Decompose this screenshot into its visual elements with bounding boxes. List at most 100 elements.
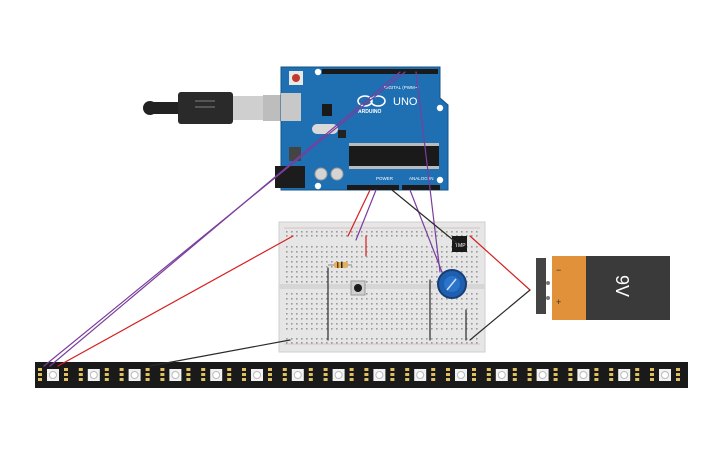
breadboard-hole — [466, 276, 468, 278]
breadboard-hole — [366, 308, 368, 310]
breadboard-hole — [331, 313, 333, 315]
breadboard-hole — [311, 261, 313, 263]
breadboard-hole — [401, 303, 403, 305]
breadboard-hole — [381, 251, 383, 253]
breadboard-hole — [436, 276, 438, 278]
breadboard-hole — [306, 293, 308, 295]
breadboard-hole — [306, 328, 308, 330]
breadboard-hole — [476, 308, 478, 310]
breadboard-hole — [411, 323, 413, 325]
breadboard-hole — [341, 308, 343, 310]
breadboard-hole — [296, 313, 298, 315]
breadboard-hole — [431, 303, 433, 305]
breadboard-hole — [336, 235, 338, 237]
breadboard-hole — [371, 293, 373, 295]
breadboard-hole — [296, 231, 298, 233]
breadboard-hole — [321, 246, 323, 248]
breadboard-hole — [466, 308, 468, 310]
breadboard-hole — [346, 256, 348, 258]
breadboard-hole — [406, 231, 408, 233]
breadboard-hole — [371, 313, 373, 315]
breadboard-hole — [426, 271, 428, 273]
breadboard-hole — [306, 298, 308, 300]
transistor-icon: TMP — [452, 236, 467, 252]
breadboard-hole — [316, 266, 318, 268]
breadboard-hole — [396, 235, 398, 237]
breadboard-hole — [431, 276, 433, 278]
breadboard-hole — [411, 276, 413, 278]
breadboard-hole — [311, 266, 313, 268]
breadboard-hole — [476, 313, 478, 315]
wire-black-battery — [469, 289, 531, 341]
breadboard-hole — [376, 281, 378, 283]
usb-cable-icon — [143, 92, 281, 124]
breadboard-hole — [286, 271, 288, 273]
breadboard-hole — [431, 235, 433, 237]
breadboard-hole — [411, 293, 413, 295]
breadboard-hole — [321, 231, 323, 233]
breadboard — [278, 221, 486, 353]
breadboard-hole — [321, 261, 323, 263]
wire-red-strip — [57, 235, 294, 367]
breadboard-hole — [376, 303, 378, 305]
breadboard-hole — [346, 318, 348, 320]
breadboard-hole — [371, 338, 373, 340]
breadboard-hole — [411, 261, 413, 263]
breadboard-hole — [301, 266, 303, 268]
breadboard-hole — [431, 261, 433, 263]
breadboard-hole — [391, 318, 393, 320]
breadboard-hole — [456, 342, 458, 344]
breadboard-hole — [416, 251, 418, 253]
breadboard-hole — [421, 271, 423, 273]
breadboard-hole — [456, 266, 458, 268]
breadboard-hole — [441, 323, 443, 325]
breadboard-hole — [431, 231, 433, 233]
led-icon — [527, 368, 558, 381]
breadboard-hole — [346, 342, 348, 344]
breadboard-hole — [326, 231, 328, 233]
battery-9v: 9V − + — [536, 256, 670, 320]
breadboard-hole — [411, 342, 413, 344]
breadboard-hole — [391, 235, 393, 237]
breadboard-hole — [421, 328, 423, 330]
breadboard-hole — [426, 338, 428, 340]
breadboard-hole — [451, 318, 453, 320]
breadboard-hole — [426, 256, 428, 258]
breadboard-hole — [321, 308, 323, 310]
breadboard-hole — [361, 235, 363, 237]
breadboard-hole — [386, 261, 388, 263]
breadboard-hole — [286, 276, 288, 278]
breadboard-hole — [331, 342, 333, 344]
breadboard-hole — [371, 298, 373, 300]
breadboard-hole — [396, 266, 398, 268]
breadboard-hole — [476, 338, 478, 340]
breadboard-hole — [436, 328, 438, 330]
breadboard-hole — [441, 328, 443, 330]
breadboard-hole — [341, 313, 343, 315]
breadboard-hole — [446, 251, 448, 253]
breadboard-hole — [466, 323, 468, 325]
breadboard-hole — [411, 246, 413, 248]
breadboard-hole — [381, 276, 383, 278]
breadboard-hole — [351, 298, 353, 300]
breadboard-hole — [446, 338, 448, 340]
breadboard-hole — [421, 308, 423, 310]
breadboard-hole — [331, 271, 333, 273]
breadboard-hole — [421, 261, 423, 263]
breadboard-hole — [466, 342, 468, 344]
breadboard-hole — [291, 271, 293, 273]
breadboard-hole — [441, 308, 443, 310]
breadboard-hole — [366, 256, 368, 258]
breadboard-hole — [316, 328, 318, 330]
breadboard-hole — [331, 231, 333, 233]
breadboard-hole — [301, 303, 303, 305]
breadboard-hole — [381, 281, 383, 283]
breadboard-hole — [386, 256, 388, 258]
breadboard-hole — [436, 342, 438, 344]
breadboard-hole — [416, 256, 418, 258]
breadboard-hole — [366, 323, 368, 325]
breadboard-hole — [396, 338, 398, 340]
breadboard-hole — [301, 313, 303, 315]
breadboard-hole — [426, 298, 428, 300]
wire-purple-2 — [49, 71, 401, 367]
